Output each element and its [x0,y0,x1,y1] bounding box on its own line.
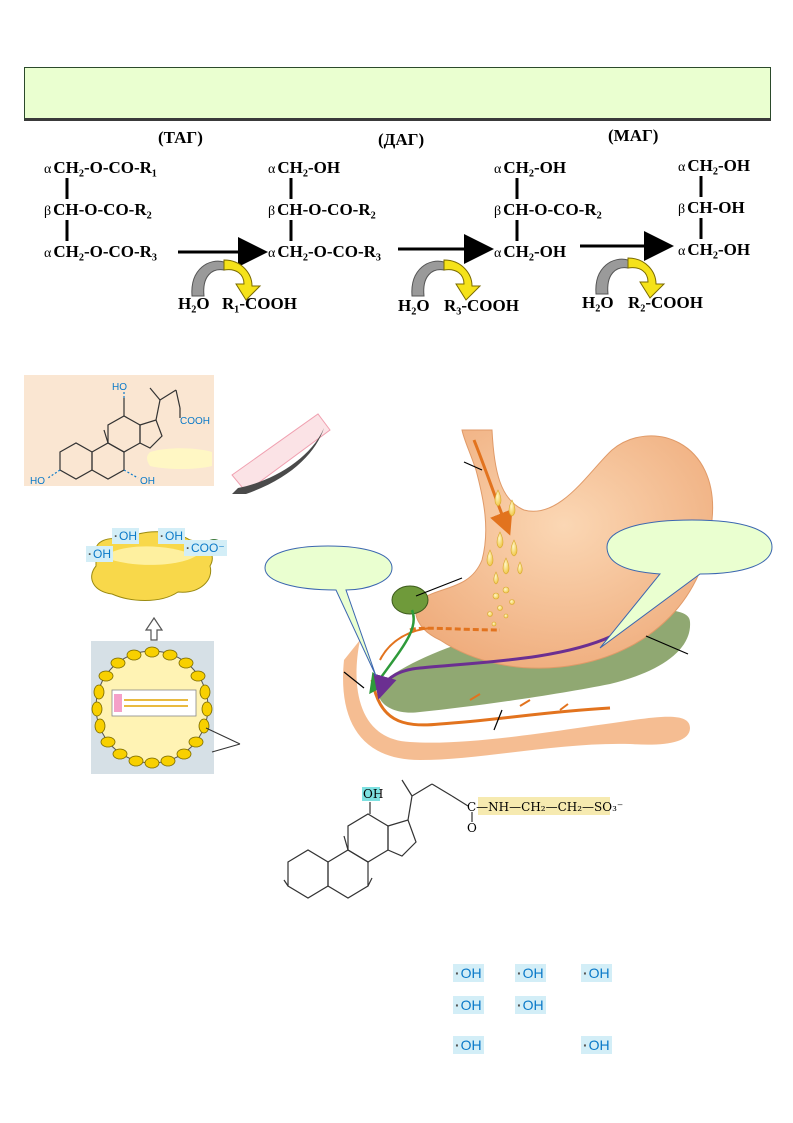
right-callout [599,519,773,649]
oh-grid-r1c1: ·OH [453,964,484,982]
micelle-oh-1: ·OH [112,528,139,544]
label-tag: (ТАГ) [158,128,203,147]
step3-water: H₂O [582,293,614,312]
step3-acid: R₂-COOH [628,293,703,312]
up-arrow [144,616,164,641]
oh-grid-r2c2: ·OH [515,996,546,1014]
oh-grid-r1c3: ·OH [581,964,612,982]
oh-grid-r3c3: ·OH [581,1036,612,1054]
micelle-oh-3: ·OH [86,546,113,562]
header-banner [24,67,771,121]
label-mag: (МАГ) [608,126,659,145]
taurocholate-oh: OH [363,787,383,801]
step2-acid: R₃-COOH [444,296,519,315]
label-dag: (ДАГ) [378,130,425,149]
cholic-oh-1: HO [112,382,127,393]
cholic-oh-3: OH [140,476,155,487]
lipid-droplet-panel [91,641,241,774]
oh-grid-r1c2: ·OH [515,964,546,982]
oh-grid-r2c1: ·OH [453,996,484,1014]
taurocholate-carbonyl-o: O [467,821,477,835]
micelle-oh-2: ·OH [158,528,185,544]
curved-arrows [191,257,666,301]
oh-grid-r3c1: ·OH [453,1036,484,1054]
cholic-acid-panel: HO HO OH COOH [24,375,214,487]
left-callout [264,545,393,677]
step1-acid: R₁-COOH [222,294,297,313]
glycerol-bonds [65,176,703,241]
reaction-arrows [178,231,674,267]
step2-water: H₂O [398,296,430,315]
cholic-cooh: COOH [180,416,210,427]
taurocholate-structure: OH C—NH—CH₂—CH₂—SO₃⁻ O [283,779,623,899]
micelle-carboxylate: ·COO⁻ [184,540,227,556]
swoosh-panel [231,413,331,494]
step1-water: H₂O [178,294,210,313]
cholic-oh-2: HO [30,476,45,487]
taurocholate-chain: C—NH—CH₂—CH₂—SO₃⁻ [467,800,623,814]
